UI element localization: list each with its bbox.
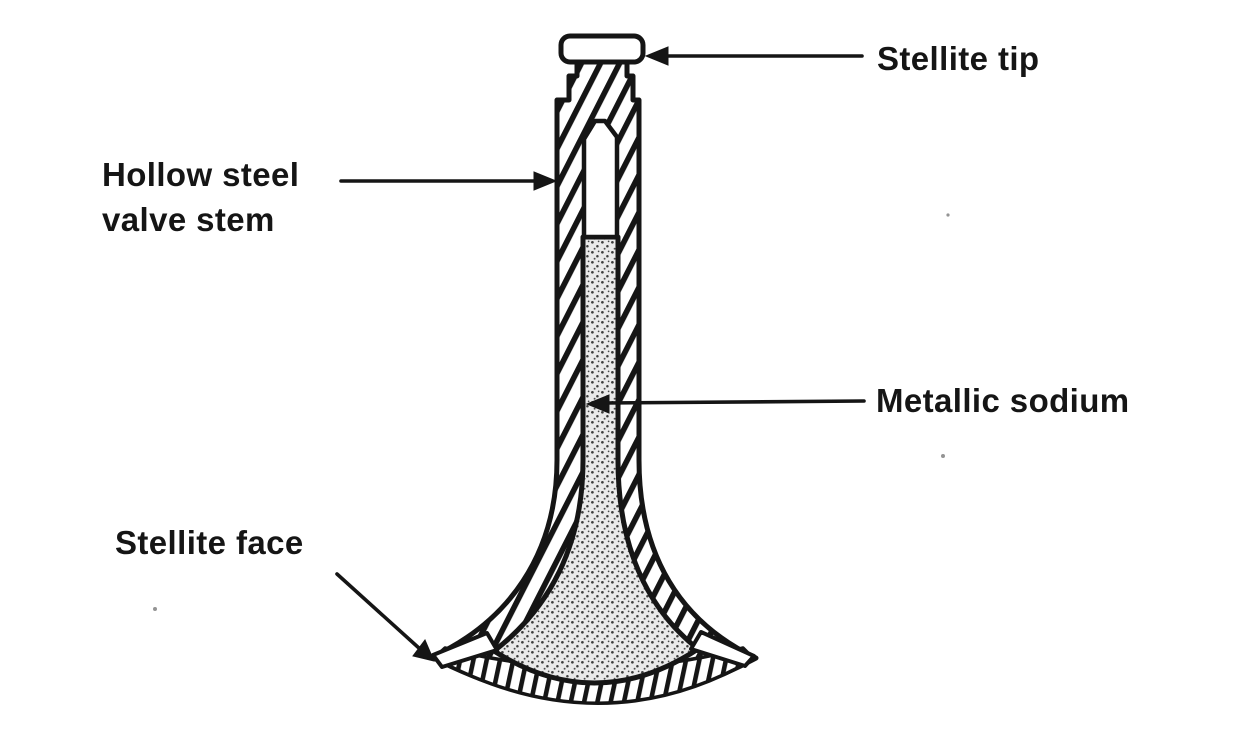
scan-specks (153, 213, 950, 611)
hollow-cavity (581, 118, 620, 240)
metallic-sodium-label: Metallic sodium (876, 382, 1130, 419)
callout-arrows (335, 46, 866, 662)
stellite-face-label: Stellite face (115, 524, 304, 561)
stellite-face-arrow (335, 572, 435, 662)
stellite-tip-label: Stellite tip (877, 40, 1040, 77)
metallic-sodium-core (491, 234, 701, 686)
metallic-sodium-arrow (585, 394, 866, 414)
hollow-stem-arrow (339, 171, 558, 191)
stellite-tip-cap (558, 33, 646, 65)
stellite-tip-arrow (644, 46, 864, 66)
stellite-face-right (689, 630, 756, 668)
stellite-face-left (431, 631, 499, 669)
hollow-stem-label: Hollow steel valve stem (102, 156, 300, 238)
